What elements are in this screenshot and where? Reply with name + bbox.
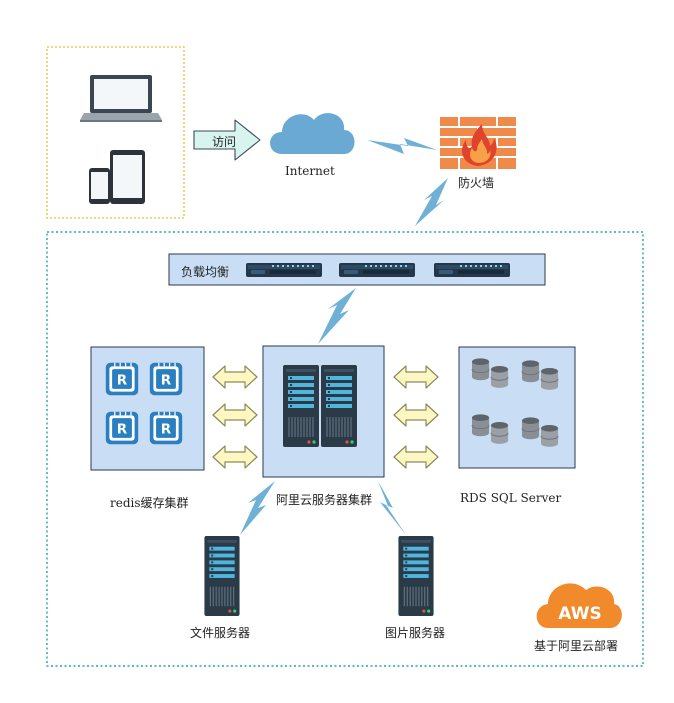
image-server-label: 图片服务器 [385, 626, 446, 640]
load-balancer-label: 负载均衡 [181, 265, 230, 279]
cloud-icon [270, 113, 355, 154]
file-server-label: 文件服务器 [190, 626, 251, 640]
phone-tablet-icon [89, 150, 145, 204]
firewall-label: 防火墙 [458, 176, 495, 190]
double-arrow-icon [393, 365, 439, 389]
double-arrow-icon [212, 403, 258, 427]
redis-cluster-label: redis缓存集群 [110, 496, 189, 510]
lightning-link-icon [367, 138, 437, 154]
lightning-link-icon [240, 481, 275, 535]
double-arrow-icon [212, 365, 258, 389]
deploy-note: 基于阿里云部署 [534, 639, 619, 653]
server-rack-icon [321, 365, 357, 447]
redis-chip-icon [105, 362, 139, 396]
redis-chip-icon [105, 411, 139, 445]
internet-label: Internet [285, 164, 335, 178]
double-arrow-icon [393, 445, 439, 469]
aws-badge-text: AWS [558, 604, 601, 624]
lightning-link-icon [378, 481, 406, 535]
server-rack-icon [398, 536, 434, 616]
firewall-brick-icon [440, 117, 516, 169]
network-switch-icon [246, 263, 322, 277]
server-rack-icon [204, 536, 240, 616]
double-arrow-icon [393, 403, 439, 427]
region-frame [46, 231, 644, 667]
access-label: 访问 [212, 135, 237, 149]
network-switch-icon [339, 263, 415, 277]
aliyun-cluster-label: 阿里云服务器集群 [276, 493, 373, 507]
lightning-link-icon [318, 288, 356, 344]
laptop-icon [80, 75, 162, 122]
redis-chip-icon [149, 411, 183, 445]
client-frame [46, 46, 185, 219]
double-arrow-icon [212, 445, 258, 469]
lightning-link-icon [415, 178, 448, 226]
redis-chip-icon [149, 362, 183, 396]
server-rack-icon [283, 365, 319, 447]
aws-cloud-icon: AWS [536, 583, 622, 628]
network-switch-icon [434, 263, 510, 277]
rds-label: RDS SQL Server [460, 491, 562, 505]
access-arrow [193, 119, 261, 161]
